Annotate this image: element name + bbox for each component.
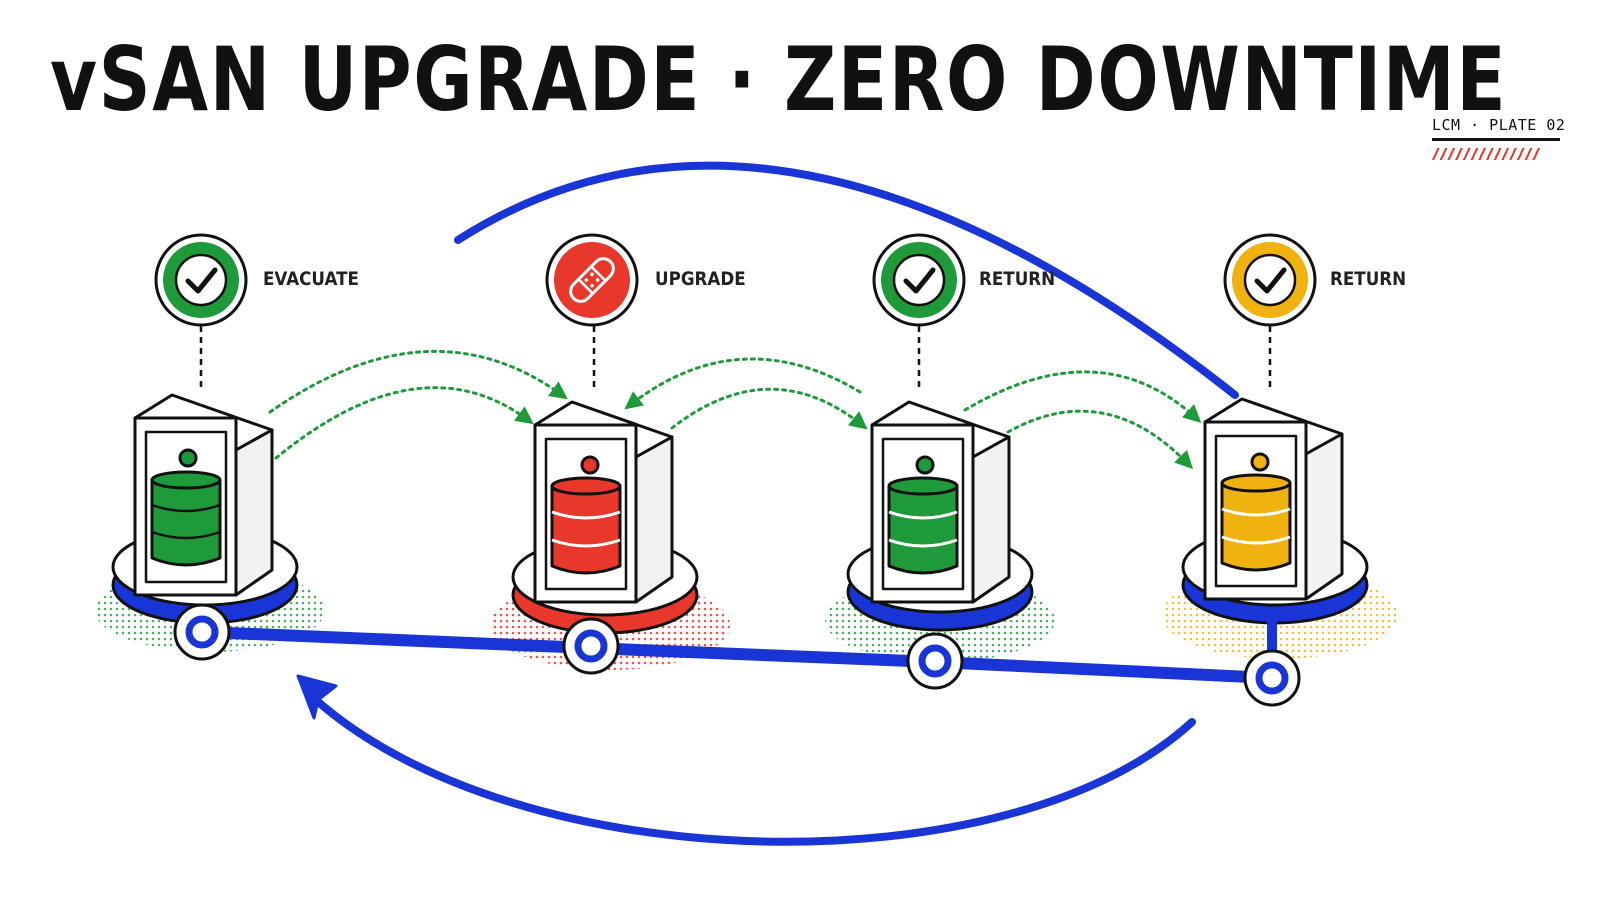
check-icon	[185, 267, 218, 294]
plate-hatch	[1432, 148, 1540, 160]
step-label-evacuate: EVACUATE	[263, 268, 359, 290]
plate-label: LCM · PLATE 02	[1432, 116, 1566, 134]
step-label-upgrade: UPGRADE	[655, 268, 746, 290]
badge-3	[872, 233, 966, 327]
badge-4	[1223, 233, 1317, 327]
badge-2	[545, 233, 639, 327]
bottom-arc-arrowhead	[296, 674, 338, 720]
check-icon	[1254, 267, 1287, 294]
plate-tag: LCM · PLATE 02	[1432, 116, 1566, 160]
server-3	[870, 400, 1011, 604]
rail	[199, 626, 1278, 684]
bottom-return-arc	[312, 696, 1196, 846]
server-2	[533, 400, 674, 604]
top-return-arc	[454, 161, 1239, 399]
badge-1	[154, 233, 248, 327]
step-label-return-2: RETURN	[1330, 268, 1407, 290]
check-icon	[903, 267, 936, 294]
step-label-return-1: RETURN	[979, 268, 1056, 290]
bandage-icon	[569, 257, 615, 303]
server-4	[1203, 397, 1344, 601]
plate-rule	[1432, 138, 1560, 141]
server-1	[133, 393, 274, 597]
page-title: vSAN UPGRADE · ZERO DOWNTIME	[50, 28, 1508, 131]
rail-nodes	[173, 603, 1301, 707]
migration-arcs	[268, 349, 1202, 470]
